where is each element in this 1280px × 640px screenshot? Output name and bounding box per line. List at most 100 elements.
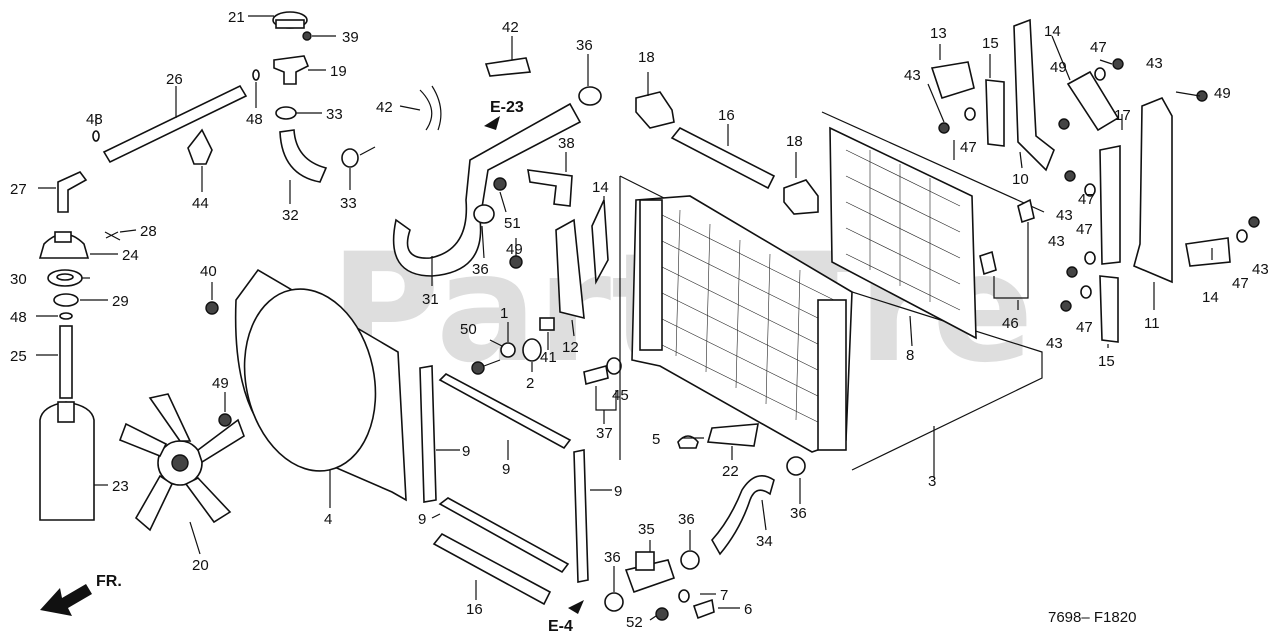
label-47-f: 47 (1232, 275, 1249, 292)
label-36-e: 36 (790, 505, 807, 522)
seal-9-b-part[interactable] (438, 373, 572, 450)
ref-e4[interactable]: E-4 (548, 618, 573, 635)
bracket-10-part[interactable] (1013, 18, 1055, 172)
foam-18-a-part[interactable] (635, 91, 675, 129)
seal-16-b-part[interactable] (670, 126, 776, 190)
radiator-3-part[interactable] (619, 175, 1043, 471)
bracket-14-c-part[interactable] (1185, 237, 1231, 267)
label-8: 8 (906, 347, 914, 364)
hose-26-part[interactable] (102, 84, 248, 164)
tube-25-part[interactable] (59, 325, 73, 399)
bracket-12-part[interactable] (555, 218, 585, 320)
washer-7-part[interactable] (678, 589, 690, 603)
washer-47-d-part[interactable] (1084, 251, 1096, 265)
label-48-a: 48 (246, 111, 263, 128)
shroud-4-part[interactable] (228, 268, 407, 502)
strip-15-a-part[interactable] (985, 79, 1005, 147)
label-6: 6 (744, 601, 752, 618)
label-43-d: 43 (1048, 233, 1065, 250)
label-14-a: 14 (592, 179, 609, 196)
grommet-2-part[interactable] (522, 338, 542, 362)
foam-18-b-part[interactable] (783, 179, 819, 215)
clamp-42-b-part[interactable] (484, 57, 532, 77)
pipe-35-part[interactable] (624, 551, 676, 594)
washer-47-b-part[interactable] (1094, 67, 1106, 81)
label-47-c: 47 (1078, 191, 1095, 208)
bolt-43-d-part[interactable] (1066, 266, 1078, 278)
label-1: 1 (500, 305, 508, 322)
bolt-40-part[interactable] (205, 292, 219, 315)
cap-21-part[interactable] (272, 11, 308, 29)
bracket-11-part[interactable] (1133, 96, 1173, 284)
label-9-d: 9 (418, 511, 426, 528)
cap-24-part[interactable] (38, 231, 90, 259)
bolt-43-c-part[interactable] (1064, 170, 1076, 182)
hose-32-part[interactable] (279, 129, 328, 183)
direction-label: FR. (96, 573, 122, 590)
plug-6-part[interactable] (692, 598, 715, 620)
fan-20-part[interactable] (118, 393, 245, 532)
seal-9-d-part[interactable] (438, 497, 570, 574)
water-outlet-19-part[interactable] (273, 55, 310, 85)
clip-28-part[interactable] (104, 231, 121, 241)
clip-48-c-part[interactable] (59, 312, 73, 320)
bolt-49-c-part[interactable] (1058, 118, 1070, 130)
bracket-17-part[interactable] (1099, 145, 1121, 265)
washer-45-part[interactable] (606, 357, 622, 375)
reservoir-23-part[interactable] (39, 401, 95, 521)
cap-5-part[interactable] (677, 435, 699, 449)
washer-47-f-part[interactable] (1236, 229, 1248, 243)
hose-34-part[interactable] (711, 474, 775, 556)
bolt-43-e-part[interactable] (1060, 300, 1072, 312)
label-49-a: 49 (212, 375, 229, 392)
label-42-b: 42 (502, 19, 519, 36)
bolt-43-b-part[interactable] (1112, 58, 1124, 70)
clip-48-b-part[interactable] (92, 130, 100, 142)
clamp-36-d-part[interactable] (680, 550, 700, 570)
bolt-49-a-part[interactable] (218, 404, 232, 427)
bracket-38-part[interactable] (527, 169, 573, 207)
label-35: 35 (638, 521, 655, 538)
grommet-1-part[interactable] (500, 342, 516, 358)
seal-30-part[interactable] (47, 269, 83, 287)
hose-31-part[interactable] (392, 102, 582, 277)
washer-47-e-part[interactable] (1080, 285, 1092, 299)
strip-15-b-part[interactable] (1099, 275, 1119, 343)
label-49-d: 49 (1214, 85, 1231, 102)
ref-e23[interactable]: E-23 (490, 99, 524, 116)
bolt-52-part[interactable] (655, 607, 669, 621)
drain-37-part[interactable] (583, 364, 609, 386)
clamp-44-part[interactable] (187, 128, 213, 165)
clamp-36-b-part[interactable] (473, 204, 495, 224)
clip-42-a-part[interactable] (419, 85, 442, 131)
clamp-36-e-part[interactable] (786, 456, 806, 476)
pad-22-part[interactable] (706, 423, 759, 447)
washer-47-c-part[interactable] (1084, 183, 1096, 197)
condenser-8-part[interactable] (821, 111, 1045, 340)
bolt-51-part[interactable] (493, 177, 507, 191)
nut-41-part[interactable] (539, 317, 555, 331)
bolt-43-f-part[interactable] (1248, 216, 1260, 228)
bracket-46-part[interactable] (979, 198, 1035, 276)
label-48-b: 48 (86, 111, 103, 128)
bracket-14-b-part[interactable] (1066, 70, 1120, 132)
elbow-27-part[interactable] (57, 171, 88, 213)
label-41: 41 (540, 349, 557, 366)
rubber-13-part[interactable] (930, 61, 975, 99)
seal-9-c-part[interactable] (573, 449, 589, 583)
clip-48-a-part[interactable] (252, 69, 260, 81)
clamp-36-c-part[interactable] (604, 592, 624, 612)
clamp-33-part-b[interactable] (341, 148, 359, 168)
bolt-50-part[interactable] (471, 359, 501, 375)
seal-9-a-part[interactable] (419, 365, 437, 503)
bolt-39-part[interactable] (302, 31, 312, 41)
washer-29-part[interactable] (53, 293, 79, 307)
seal-16-a-part[interactable] (432, 532, 552, 606)
bolt-43-a-part[interactable] (938, 122, 950, 134)
clamp-36-a-part[interactable] (578, 86, 602, 106)
clamp-33-part-a[interactable] (275, 106, 297, 120)
label-51: 51 (504, 215, 521, 232)
washer-47-a-part[interactable] (964, 107, 976, 121)
bracket-14-a-part[interactable] (591, 199, 609, 285)
